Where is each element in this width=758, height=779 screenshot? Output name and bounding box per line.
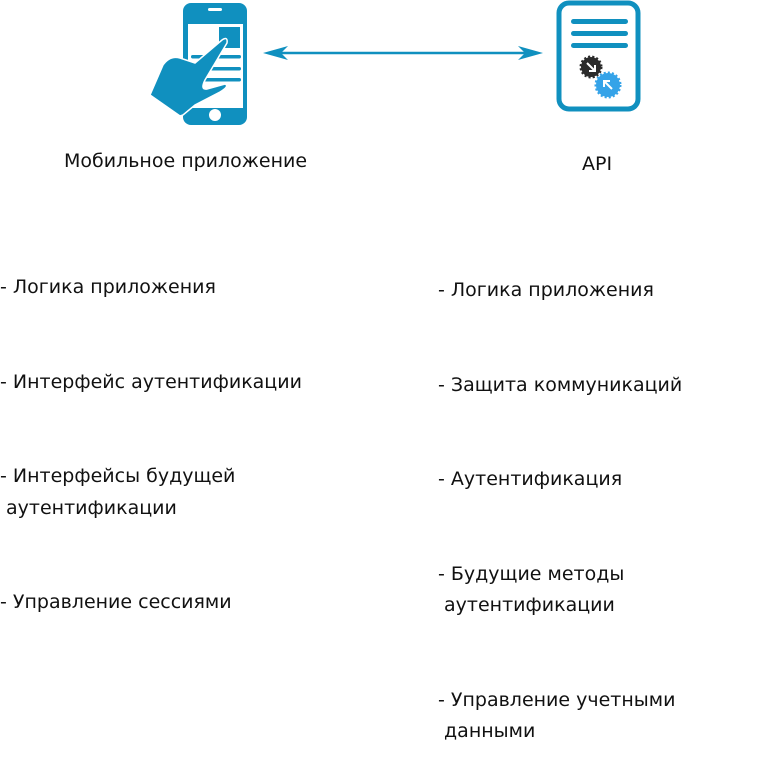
api-title: API	[582, 153, 613, 175]
list-item: - Управление сессиями	[0, 591, 232, 613]
list-item: - Логика приложения	[0, 276, 216, 298]
mobile-features-list: - Логика приложения - Интерфейс аутентиф…	[0, 209, 302, 650]
mobile-app-title: Мобильное приложение	[64, 150, 308, 172]
diagram-graphics	[149, 0, 641, 125]
list-item: - Логика приложения	[438, 279, 654, 301]
list-item: - Будущие методы аутентификации	[438, 562, 625, 617]
list-item: - Интерфейс аутентификации	[0, 370, 302, 393]
list-item: - Аутентификация	[438, 468, 623, 490]
mobile-phone-icon	[149, 3, 247, 125]
list-item: - Управление учетными данными	[438, 688, 676, 743]
api-document-icon	[556, 0, 641, 112]
list-item: - Защита коммуникаций	[438, 373, 683, 396]
api-features-list: - Логика приложения - Защита коммуникаци…	[438, 212, 682, 779]
list-item: - Интерфейсы будущей аутентификации	[0, 465, 236, 519]
bidirectional-arrow	[263, 46, 543, 60]
